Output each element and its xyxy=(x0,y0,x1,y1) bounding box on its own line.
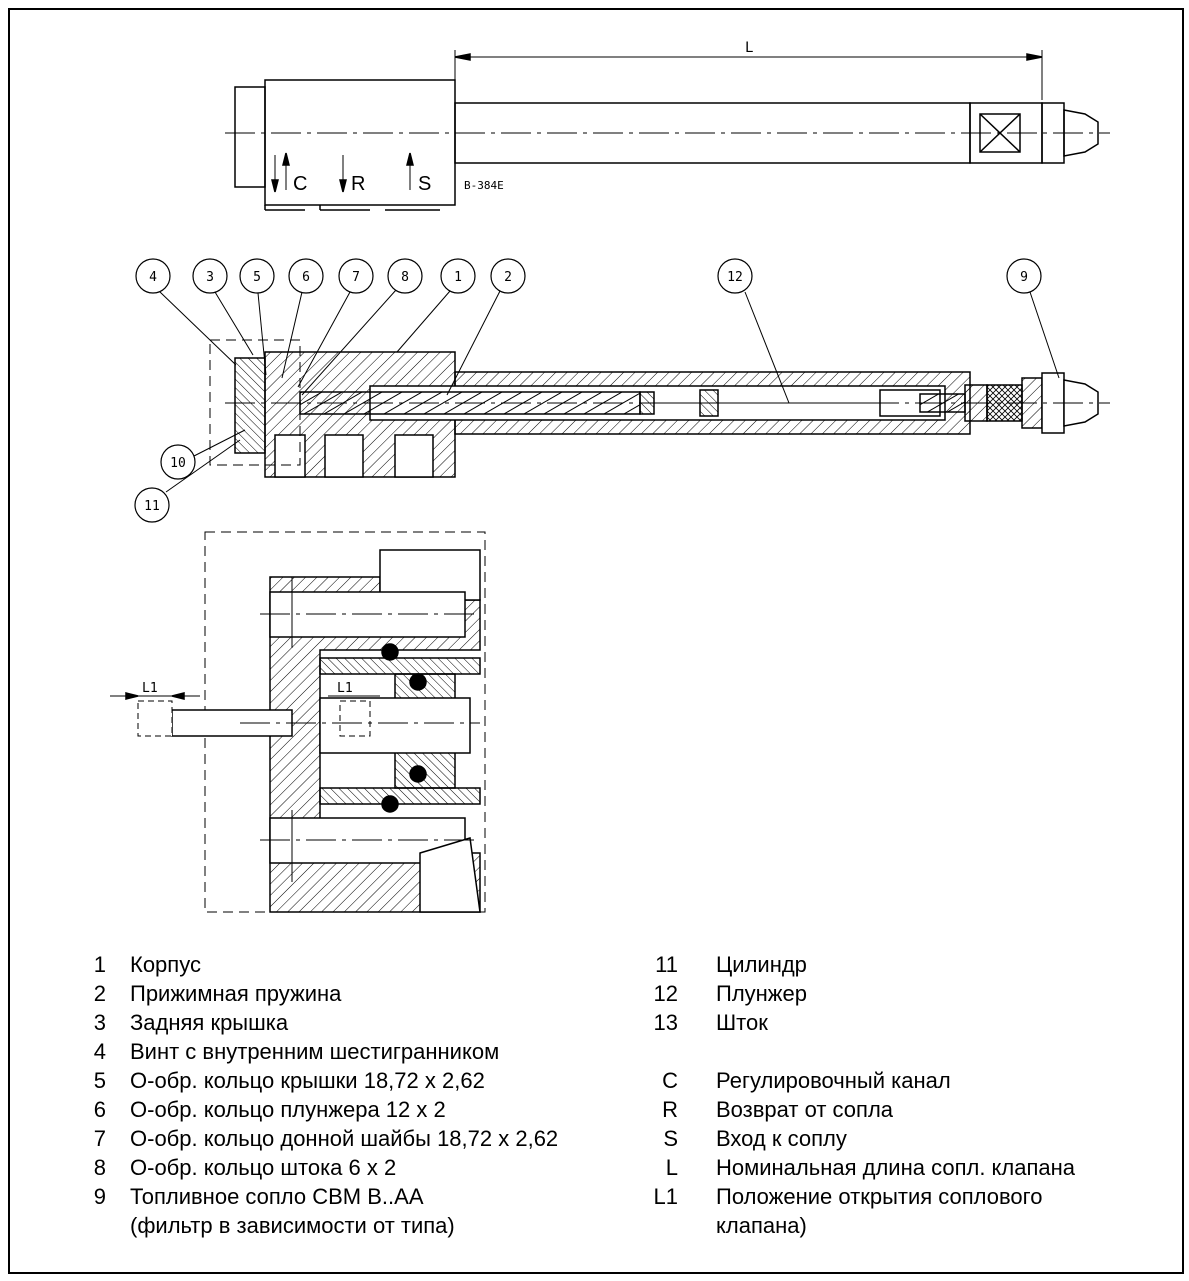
callout-4: 4 xyxy=(149,270,157,285)
technical-drawing: L C R S B-384E xyxy=(110,40,1110,913)
legend-left-text: Корпус xyxy=(130,952,201,977)
top-end-cap xyxy=(234,86,266,188)
legend-left-text: Винт с внутренним шестигранником xyxy=(130,1039,500,1064)
legend-left-text: Прижимная пружина xyxy=(130,981,342,1006)
legend-right-text: Шток xyxy=(716,1010,768,1035)
legend-right-text: Цилиндр xyxy=(716,952,807,977)
legend-right-number: 12 xyxy=(653,981,678,1006)
callout-12: 12 xyxy=(727,270,743,285)
callout-7: 7 xyxy=(352,270,360,285)
legend-left-text: О-обр. кольцо донной шайбы 18,72 x 2,62 xyxy=(130,1126,559,1151)
legend-left-number: 5 xyxy=(93,1068,106,1093)
part-code: B-384E xyxy=(464,179,504,192)
legend-left-text: Задняя крышка xyxy=(130,1010,289,1035)
callout-numbers: 4 3 5 6 7 8 1 2 12 9 10 11 xyxy=(144,270,1028,514)
legend-right-number: S xyxy=(663,1126,678,1151)
leader-lines xyxy=(159,289,1060,493)
legend-left-text: (фильтр в зависимости от типа) xyxy=(130,1213,455,1238)
legend-left-number: 9 xyxy=(93,1184,106,1209)
legend-right-text: клапана) xyxy=(716,1213,807,1238)
legend-left-number: 2 xyxy=(93,981,106,1006)
port-label-s: S xyxy=(418,173,431,195)
legend-left-number: 7 xyxy=(93,1126,106,1151)
top-view xyxy=(225,50,1110,211)
legend-left-text: Топливное сопло CBM B..AA xyxy=(130,1184,424,1209)
legend-left-number: 8 xyxy=(93,1155,106,1180)
callouts xyxy=(134,258,1042,523)
legend-right-number: 13 xyxy=(653,1010,678,1035)
dimension-label-l1-outer: L1 xyxy=(142,681,158,696)
callout-11: 11 xyxy=(144,499,160,514)
legend-left-text: О-обр. кольцо плунжера 12 x 2 xyxy=(130,1097,446,1122)
callout-6: 6 xyxy=(302,270,310,285)
legend-left-number: 1 xyxy=(93,952,106,977)
callout-10: 10 xyxy=(170,456,186,471)
legend-right-text: Номинальная длина сопл. клапана xyxy=(716,1155,1076,1180)
legend-right-text: Возврат от сопла xyxy=(716,1097,894,1122)
legend-right-number: 11 xyxy=(655,952,678,977)
detail-view xyxy=(110,531,486,913)
legend-right-text: Положение открытия соплового xyxy=(716,1184,1043,1209)
port-label-c: C xyxy=(293,173,307,195)
callout-9: 9 xyxy=(1020,270,1028,285)
legend-left-text: О-обр. кольцо штока 6 x 2 xyxy=(130,1155,397,1180)
dimension-label-l: L xyxy=(745,40,753,56)
legend-right-number: C xyxy=(662,1068,678,1093)
legend-right-number: R xyxy=(662,1097,678,1122)
legend-right-text: Плунжер xyxy=(716,981,807,1006)
callout-2: 2 xyxy=(504,270,512,285)
legend-right-text: Вход к соплу xyxy=(716,1126,847,1151)
legend-right-number: L1 xyxy=(653,1184,678,1209)
legend-right-number: L xyxy=(665,1155,678,1180)
legend-left-text: О-обр. кольцо крышки 18,72 x 2,62 xyxy=(130,1068,485,1093)
legend-left-number: 4 xyxy=(93,1039,106,1064)
dimension-label-l1-inner: L1 xyxy=(337,681,353,696)
drawing-frame xyxy=(8,8,1184,1274)
legend-right-text: Регулировочный канал xyxy=(716,1068,951,1093)
port-label-r: R xyxy=(351,173,365,195)
legend-left-number: 6 xyxy=(93,1097,106,1122)
callout-1: 1 xyxy=(454,270,462,285)
callout-8: 8 xyxy=(401,270,409,285)
section-view xyxy=(209,339,1110,478)
legend-left-number: 3 xyxy=(93,1010,106,1035)
callout-3: 3 xyxy=(206,270,214,285)
callout-5: 5 xyxy=(253,270,261,285)
